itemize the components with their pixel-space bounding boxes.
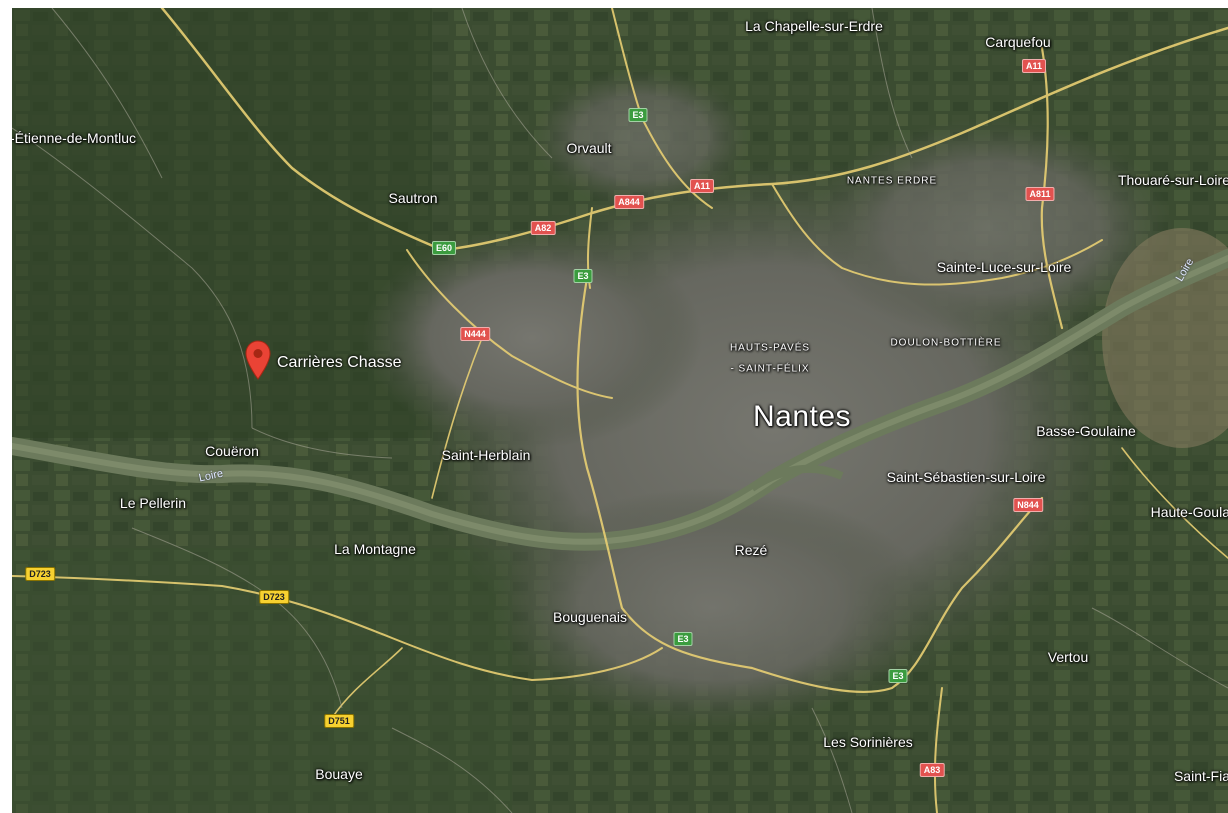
place-saint-herblain[interactable]: Saint-Herblain — [441, 447, 531, 463]
place-le-pellerin[interactable]: Le Pellerin — [119, 495, 187, 511]
place-doulon-bottiere[interactable]: DOULON-BOTTIÈRE — [890, 337, 1002, 349]
place-saint-etienne-de-montluc[interactable]: -Étienne-de-Montluc — [12, 130, 137, 146]
place-les-sorinieres[interactable]: Les Sorinières — [823, 734, 913, 750]
road-shield: N844 — [1013, 498, 1043, 512]
road-shield: E3 — [673, 632, 693, 646]
place-sautron[interactable]: Sautron — [388, 190, 438, 206]
road-shield: E3 — [573, 269, 593, 283]
place-reze[interactable]: Rezé — [734, 542, 768, 558]
road-shield: A83 — [919, 763, 945, 777]
place-saint-felix[interactable]: - SAINT-FÉLIX — [730, 363, 810, 375]
road-shield: N444 — [460, 327, 490, 341]
place-vertou[interactable]: Vertou — [1047, 649, 1089, 665]
road-shield: A82 — [530, 221, 556, 235]
place-bouguenais[interactable]: Bouguenais — [553, 609, 627, 625]
place-bouaye[interactable]: Bouaye — [315, 766, 363, 782]
place-orvault[interactable]: Orvault — [566, 140, 612, 156]
road-shield: E3 — [888, 669, 908, 683]
place-hauts-paves[interactable]: HAUTS-PAVÉS — [729, 342, 811, 354]
road-shield: D751 — [324, 714, 354, 728]
road-shield: A811 — [1025, 187, 1055, 201]
map-pin-icon[interactable] — [245, 340, 271, 380]
place-thouare-sur-loire[interactable]: Thouaré-sur-Loire — [1117, 172, 1228, 188]
place-saint-sebastien-sur-loire[interactable]: Saint-Sébastien-sur-Loire — [886, 469, 1046, 485]
road-shield: A11 — [689, 179, 715, 193]
place-la-chapelle-sur-erdre[interactable]: La Chapelle-sur-Erdre — [745, 18, 883, 34]
place-sainte-luce-sur-loire[interactable]: Sainte-Luce-sur-Loire — [936, 259, 1072, 275]
road-shield: A11 — [1021, 59, 1047, 73]
road-shield: A844 — [614, 195, 644, 209]
road-shield: D723 — [25, 567, 55, 581]
marker-label[interactable]: Carrières Chasse — [277, 354, 402, 371]
place-coueron[interactable]: Couëron — [205, 443, 259, 459]
map-terrain — [12, 8, 1228, 813]
place-nantes-erdre[interactable]: NANTES ERDRE — [846, 175, 938, 187]
road-shield: D723 — [259, 590, 289, 604]
road-shield: E3 — [628, 108, 648, 122]
satellite-map[interactable]: La Chapelle-sur-Erdre Carquefou -Étienne… — [12, 8, 1228, 813]
place-nantes[interactable]: Nantes — [752, 400, 852, 433]
place-haute-goulaine[interactable]: Haute-Goula — [1150, 504, 1228, 520]
place-la-montagne[interactable]: La Montagne — [334, 541, 416, 557]
place-saint-fiacre[interactable]: Saint-Fia — [1173, 768, 1228, 784]
place-basse-goulaine[interactable]: Basse-Goulaine — [1036, 423, 1136, 439]
place-carquefou[interactable]: Carquefou — [985, 34, 1051, 50]
road-shield: E60 — [431, 241, 457, 255]
